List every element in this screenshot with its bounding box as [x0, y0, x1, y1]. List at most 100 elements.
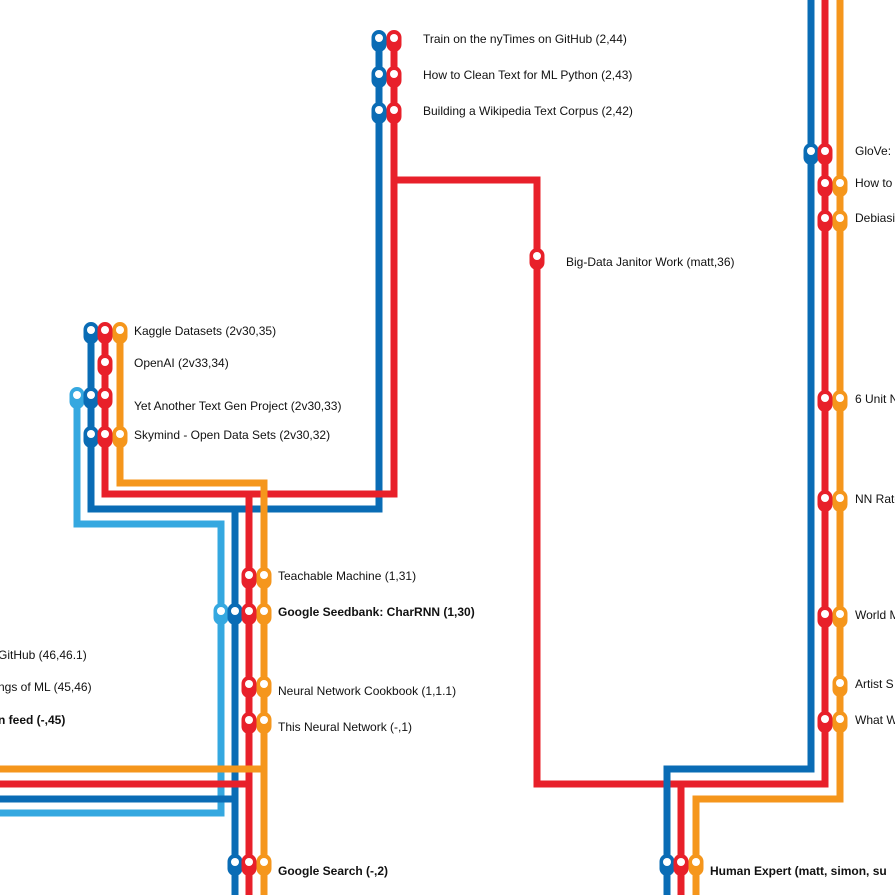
station-dot-dark-blue [231, 858, 239, 866]
station-marker-world-m[interactable] [817, 606, 848, 628]
station-dot-red [821, 214, 829, 222]
station-label-glove[interactable]: GloVe: ( [855, 144, 895, 158]
route-red-right [681, 0, 829, 788]
station-dot-orange [260, 571, 268, 579]
station-label-debiasi[interactable]: Debiasi [855, 211, 895, 225]
station-marker-google-search[interactable] [227, 854, 272, 876]
station-label-kaggle-datasets[interactable]: Kaggle Datasets (2v30,35) [134, 324, 276, 338]
station-dot-dark-blue [663, 858, 671, 866]
station-marker-nn-rate[interactable] [817, 490, 848, 512]
route-lines [0, 0, 844, 895]
station-markers [69, 30, 848, 876]
station-dot-light-blue [73, 391, 81, 399]
station-label-artist-s[interactable]: Artist S [855, 677, 894, 691]
station-label-six-unit[interactable]: 6 Unit N [855, 392, 895, 406]
station-marker-clean-text[interactable] [371, 66, 402, 88]
station-dot-orange [836, 610, 844, 618]
station-dot-red [101, 358, 109, 366]
station-labels: Train on the nyTimes on GitHub (2,44) Ho… [0, 32, 895, 878]
route-red-janitor [394, 176, 685, 895]
station-label-big-data-janitor[interactable]: Big-Data Janitor Work (matt,36) [566, 255, 735, 269]
station-label-github-left[interactable]: GitHub (46,46.1) [0, 648, 87, 662]
station-dot-orange [260, 858, 268, 866]
station-dot-orange [836, 214, 844, 222]
station-marker-how-to[interactable] [817, 175, 848, 197]
station-marker-human-expert[interactable] [659, 854, 704, 876]
station-label-teachable-machine[interactable]: Teachable Machine (1,31) [278, 569, 416, 583]
station-label-nn-rate[interactable]: NN Rate [855, 492, 895, 506]
station-dot-dark-blue [375, 70, 383, 78]
station-dot-orange [116, 326, 124, 334]
station-dot-red [390, 70, 398, 78]
station-marker-teachable-machine[interactable] [241, 567, 272, 589]
station-dot-red [245, 571, 253, 579]
station-dot-red [101, 391, 109, 399]
station-dot-red [101, 430, 109, 438]
station-label-this-nn[interactable]: This Neural Network (-,1) [278, 720, 412, 734]
station-dot-dark-blue [231, 607, 239, 615]
station-label-nn-cookbook[interactable]: Neural Network Cookbook (1,1.1) [278, 684, 456, 698]
station-dot-dark-blue [87, 391, 95, 399]
station-marker-glove[interactable] [803, 143, 833, 165]
station-label-world-m[interactable]: World M [855, 608, 895, 622]
station-dot-red [821, 715, 829, 723]
station-dot-orange [836, 179, 844, 187]
station-dot-dark-blue [87, 326, 95, 334]
station-label-what-w[interactable]: What W [855, 713, 895, 727]
station-label-ngs-of-ml[interactable]: ngs of ML (45,46) [0, 680, 92, 694]
station-dot-red [390, 106, 398, 114]
station-dot-orange [692, 858, 700, 866]
station-dot-red [821, 394, 829, 402]
station-dot-red [101, 326, 109, 334]
station-dot-orange [260, 607, 268, 615]
station-dot-red [245, 607, 253, 615]
station-marker-seedbank-charrnn[interactable] [213, 603, 272, 625]
station-marker-skymind[interactable] [83, 426, 128, 448]
station-marker-train-nytimes[interactable] [371, 30, 402, 52]
station-label-human-expert[interactable]: Human Expert (matt, simon, su [710, 864, 887, 878]
station-label-train-nytimes[interactable]: Train on the nyTimes on GitHub (2,44) [423, 32, 627, 46]
station-marker-kaggle-datasets[interactable] [83, 322, 128, 344]
station-dot-orange [260, 716, 268, 724]
station-dot-red [821, 494, 829, 502]
station-dot-orange [260, 680, 268, 688]
station-dot-red [821, 179, 829, 187]
station-marker-debiasi[interactable] [817, 210, 848, 232]
route-orange-right [692, 0, 844, 895]
station-marker-nn-cookbook[interactable] [241, 676, 272, 698]
station-marker-six-unit[interactable] [817, 390, 848, 412]
station-label-text-gen-project[interactable]: Yet Another Text Gen Project (2v30,33) [134, 399, 341, 413]
station-label-google-search[interactable]: Google Search (-,2) [278, 864, 388, 878]
station-dot-orange [836, 679, 844, 687]
station-dot-red [677, 858, 685, 866]
station-marker-text-gen-project[interactable] [69, 387, 113, 409]
route-light-blue-textgen [0, 388, 225, 817]
station-dot-red [245, 716, 253, 724]
route-dark-blue-top [231, 36, 383, 895]
station-dot-dark-blue [87, 430, 95, 438]
station-dot-dark-blue [375, 106, 383, 114]
station-marker-big-data-janitor[interactable] [529, 248, 545, 270]
station-marker-openai[interactable] [97, 354, 113, 376]
station-marker-artist-s[interactable] [832, 675, 848, 697]
station-dot-red [533, 252, 541, 260]
route-red-top [245, 36, 398, 895]
station-dot-orange [836, 715, 844, 723]
route-red-kaggle [101, 326, 249, 498]
station-label-n-feed[interactable]: n feed (-,45) [0, 713, 65, 727]
station-dot-orange [836, 394, 844, 402]
station-marker-what-w[interactable] [817, 711, 848, 733]
station-dot-red [390, 34, 398, 42]
station-marker-wikipedia-corpus[interactable] [371, 102, 402, 124]
station-dot-orange [116, 430, 124, 438]
station-label-skymind[interactable]: Skymind - Open Data Sets (2v30,32) [134, 428, 330, 442]
station-label-seedbank-charrnn[interactable]: Google Seedbank: CharRNN (1,30) [278, 605, 475, 619]
station-label-openai[interactable]: OpenAI (2v33,34) [134, 356, 229, 370]
station-marker-this-nn[interactable] [241, 712, 272, 734]
station-dot-red [821, 610, 829, 618]
station-label-wikipedia-corpus[interactable]: Building a Wikipedia Text Corpus (2,42) [423, 104, 633, 118]
station-label-how-to[interactable]: How to [855, 176, 893, 190]
station-label-clean-text[interactable]: How to Clean Text for ML Python (2,43) [423, 68, 632, 82]
station-dot-red [821, 147, 829, 155]
